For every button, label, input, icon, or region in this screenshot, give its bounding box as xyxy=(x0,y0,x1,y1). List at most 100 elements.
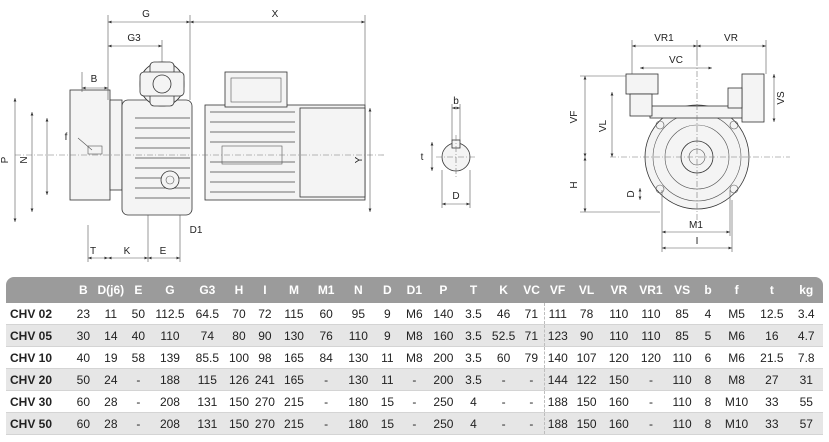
table-cell: - xyxy=(488,412,519,435)
label-P: P xyxy=(0,156,11,163)
label-Y: Y xyxy=(354,156,365,163)
table-cell: 188 xyxy=(544,390,571,413)
table-cell: 180 xyxy=(342,390,375,413)
table-cell: 150 xyxy=(226,390,252,413)
table-cell: 21.5 xyxy=(754,346,790,369)
column-header: K xyxy=(488,277,519,303)
table-cell: M6 xyxy=(718,346,755,369)
model-name: CHV 02 xyxy=(6,303,71,325)
label-VC: VC xyxy=(669,55,683,66)
table-cell: 74 xyxy=(188,324,227,347)
table-cell: 15 xyxy=(374,412,401,435)
table-cell: 4 xyxy=(697,303,719,325)
table-cell: 3.4 xyxy=(789,303,823,325)
table-cell: 33 xyxy=(754,390,790,413)
table-cell: 85 xyxy=(667,324,698,347)
table-cell: 150 xyxy=(226,412,252,435)
table-cell: 28 xyxy=(96,412,126,435)
table-cell: 33 xyxy=(754,412,790,435)
table-cell: - xyxy=(310,412,343,435)
table-cell: 180 xyxy=(342,412,375,435)
table-cell: 24 xyxy=(96,368,126,391)
table-cell: 4 xyxy=(458,390,489,413)
column-header: B xyxy=(70,277,97,303)
table-cell: 188 xyxy=(151,368,189,391)
model-name: CHV 30 xyxy=(6,390,71,413)
column-header: VR1 xyxy=(634,277,668,303)
table-cell: 110 xyxy=(602,303,635,325)
table-cell: M8 xyxy=(400,324,429,347)
column-header: G3 xyxy=(188,277,227,303)
table-cell: M10 xyxy=(718,412,755,435)
table-cell: 72 xyxy=(251,303,278,325)
table-cell: - xyxy=(125,368,152,391)
table-cell: 5 xyxy=(697,324,719,347)
table-cell: 270 xyxy=(251,390,278,413)
table-cell: 70 xyxy=(226,303,252,325)
table-cell: 140 xyxy=(544,346,571,369)
model-name: CHV 50 xyxy=(6,412,71,435)
table-cell: 112.5 xyxy=(151,303,189,325)
table-cell: 130 xyxy=(342,368,375,391)
table-cell: 95 xyxy=(342,303,375,325)
table-cell: 130 xyxy=(277,324,311,347)
column-header: D(j6) xyxy=(96,277,126,303)
table-cell: 40 xyxy=(70,346,97,369)
table-cell: 250 xyxy=(428,412,459,435)
table-cell: 9 xyxy=(374,324,401,347)
table-cell: M8 xyxy=(718,368,755,391)
table-cell: 14 xyxy=(96,324,126,347)
label-VL: VL xyxy=(598,119,609,132)
label-T: T xyxy=(90,246,96,257)
table-cell: 80 xyxy=(226,324,252,347)
table-cell: 50 xyxy=(125,303,152,325)
technical-drawing: G X G3 B P N f Y T K E D1 b t D xyxy=(0,9,790,262)
table-cell: 46 xyxy=(488,303,519,325)
table-cell: - xyxy=(125,390,152,413)
table-cell: 126 xyxy=(226,368,252,391)
table-cell: - xyxy=(310,368,343,391)
column-header: VS xyxy=(667,277,698,303)
table-cell: 8 xyxy=(697,390,719,413)
table-cell: 140 xyxy=(428,303,459,325)
table-cell: 120 xyxy=(634,346,668,369)
table-cell: 60 xyxy=(310,303,343,325)
table-cell: M5 xyxy=(718,303,755,325)
motor-fins xyxy=(210,111,295,193)
table-cell: 71 xyxy=(518,324,546,347)
table-cell: 60 xyxy=(488,346,519,369)
label-M1: M1 xyxy=(689,220,703,231)
table-cell: 200 xyxy=(428,346,459,369)
table-cell: 215 xyxy=(277,390,311,413)
label-G: G xyxy=(142,9,150,20)
front-view: VR1 VR VC VF VL VS H D M1 I xyxy=(569,33,790,252)
table-cell: 7.8 xyxy=(789,346,823,369)
column-header: G xyxy=(151,277,189,303)
table-cell: M6 xyxy=(718,324,755,347)
table-cell: 4 xyxy=(458,412,489,435)
label-VF: VF xyxy=(569,111,580,124)
table-cell: 90 xyxy=(570,324,603,347)
table-cell: 123 xyxy=(544,324,571,347)
table-cell: 19 xyxy=(96,346,126,369)
table-cell: 28 xyxy=(96,390,126,413)
table-cell: 9 xyxy=(374,303,401,325)
table-cell: 111 xyxy=(544,303,571,325)
label-b: b xyxy=(453,96,459,107)
table-cell: M8 xyxy=(400,346,429,369)
table-cell: 208 xyxy=(151,412,189,435)
table-cell: 110 xyxy=(342,324,375,347)
label-D: D xyxy=(452,191,459,202)
table-cell: - xyxy=(488,368,519,391)
table-cell: - xyxy=(400,412,429,435)
table-cell: 110 xyxy=(634,303,668,325)
table-cell: 23 xyxy=(70,303,97,325)
table-cell: 60 xyxy=(70,390,97,413)
table-cell: - xyxy=(634,390,668,413)
table-cell: - xyxy=(310,390,343,413)
table-cell: 85.5 xyxy=(188,346,227,369)
